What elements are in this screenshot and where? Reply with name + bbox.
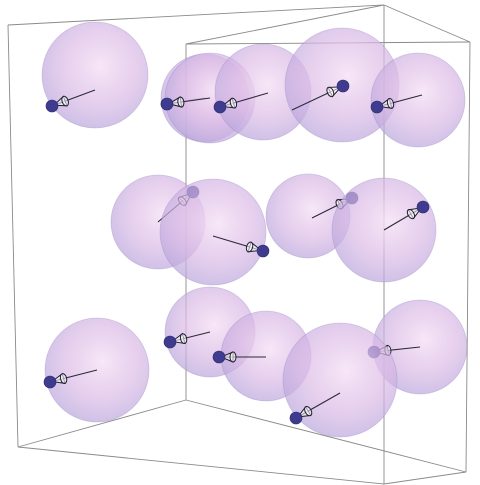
arrow-head-base <box>304 405 313 417</box>
sphere <box>282 322 398 438</box>
box-edge <box>185 4 385 45</box>
atom-marker <box>416 200 430 214</box>
arrow-head-base <box>229 97 238 109</box>
box-edge <box>383 4 471 43</box>
atom-marker <box>289 411 303 425</box>
box-edge <box>17 399 187 448</box>
atom-marker <box>45 99 59 113</box>
sphere-unit <box>41 21 149 129</box>
spheres-layer <box>41 21 468 438</box>
sphere-unit <box>370 52 466 148</box>
arrow-head-base <box>229 351 237 363</box>
sphere <box>370 52 466 148</box>
box-edge <box>7 24 19 448</box>
atom-marker <box>212 350 226 364</box>
atom-marker <box>160 97 174 111</box>
sphere <box>159 178 267 286</box>
box-edge <box>17 446 385 485</box>
box-edge <box>383 471 467 485</box>
arrow-head-base <box>179 333 188 345</box>
sphere <box>41 21 149 129</box>
sphere-unit <box>213 43 312 141</box>
sphere-unit <box>282 322 398 438</box>
sphere-unit <box>43 317 150 423</box>
atom-marker <box>43 375 57 389</box>
box-edge <box>465 41 471 473</box>
arrow-head-base <box>386 98 395 109</box>
atom-marker <box>256 244 270 258</box>
arrow-head-base <box>61 95 69 107</box>
arrow-head-base <box>177 96 185 108</box>
atom-marker <box>336 79 350 93</box>
box-edge <box>185 399 467 473</box>
arrow-head-base <box>245 241 254 253</box>
arrow-head-base <box>59 373 68 384</box>
atom-marker <box>370 100 384 114</box>
atom-marker <box>163 335 177 349</box>
arrow-head-base <box>406 209 416 220</box>
box-edge <box>7 4 385 26</box>
arrow-head-base <box>326 86 335 98</box>
atom-marker <box>213 100 227 114</box>
sphere-unit <box>331 177 437 283</box>
sphere-unit <box>159 178 270 286</box>
